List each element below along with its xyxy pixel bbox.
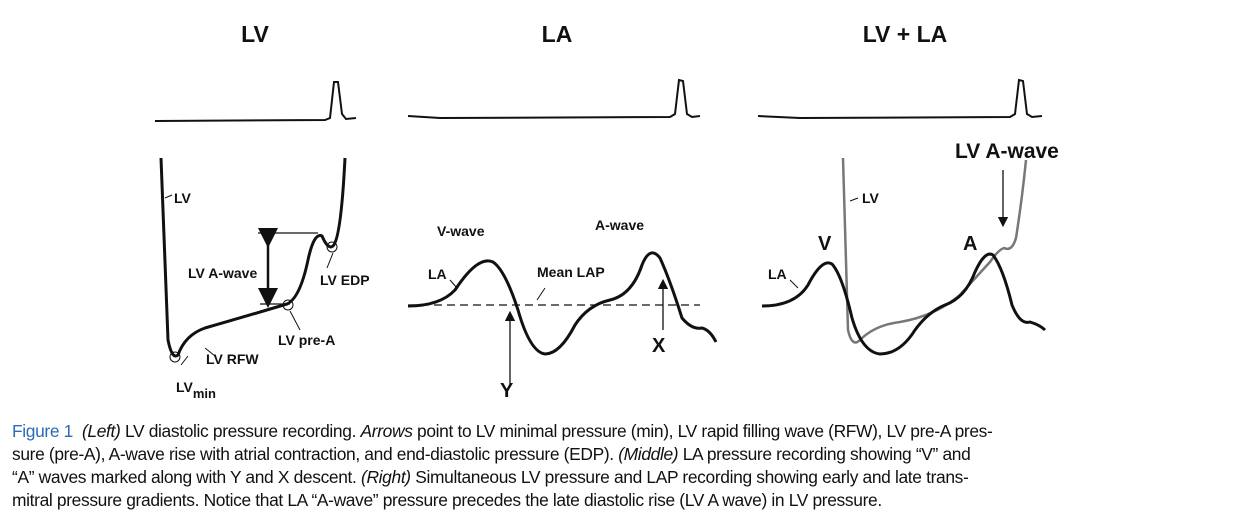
caption-text: (Left) LV diastolic pressure recording. … xyxy=(81,421,993,441)
la-pressure-curve-black xyxy=(761,252,1047,356)
caption-line: “A” waves marked along with Y and X desc… xyxy=(12,466,1227,489)
caption-line: mitral pressure gradients. Notice that L… xyxy=(12,489,1227,512)
label-lv-a-wave: LV A-wave xyxy=(955,140,1059,163)
caption-segment: (Left) xyxy=(81,421,121,441)
label-lv-rfw: LV RFW xyxy=(206,351,259,367)
label-lv-pre-a: LV pre-A xyxy=(278,332,335,348)
panel-title-la: LA xyxy=(542,21,573,47)
lv-pressure-curve-gray xyxy=(841,157,1028,344)
lv-pressure-curve xyxy=(159,157,347,358)
caption-segment: point to LV minimal pressure (min), LV r… xyxy=(412,421,993,441)
ecg-trace-right xyxy=(757,78,1043,120)
la-pressure-curve xyxy=(407,251,718,356)
label-v-wave: V-wave xyxy=(437,223,485,239)
caption-segment: (Middle) xyxy=(618,444,679,464)
panel-title-lv: LV xyxy=(241,21,269,47)
caption-segment: Simultaneous LV pressure and LAP recordi… xyxy=(410,467,969,487)
label-lv-a-wave: LV A-wave xyxy=(188,265,257,281)
lv-panel: LV LV A-wave LV EDP LV pre-A LV RFW LVmi… xyxy=(159,157,370,401)
label-mean-lap: Mean LAP xyxy=(537,264,605,280)
caption-segment: sure (pre-A), A-wave rise with atrial co… xyxy=(12,444,619,464)
caption-segment: Arrows xyxy=(360,421,413,441)
label-lv-edp: LV EDP xyxy=(320,272,370,288)
figure-diagram: LV LA LV + LA LV LV A-wave LV EDP LV pre… xyxy=(154,21,1059,402)
lv-la-panel: LV LA V A LV A-wave xyxy=(761,140,1059,356)
caption-line: Figure 1 (Left) LV diastolic pressure re… xyxy=(12,420,1227,443)
label-lv: LV xyxy=(174,190,192,206)
caption-segment: “A” waves marked along with Y and X desc… xyxy=(12,467,362,487)
label-lv-min: LVmin xyxy=(176,379,216,401)
caption-line: sure (pre-A), A-wave rise with atrial co… xyxy=(12,443,1227,466)
label-la: LA xyxy=(428,266,447,282)
caption-segment: mitral pressure gradients. Notice that L… xyxy=(12,490,882,510)
label-v: V xyxy=(818,233,832,255)
caption-segment: LV diastolic pressure recording. xyxy=(120,421,361,441)
label-x-descent: X xyxy=(652,335,666,357)
caption-segment: (Right) xyxy=(361,467,411,487)
label-a-wave: A-wave xyxy=(595,217,644,233)
label-lv: LV xyxy=(862,190,880,206)
label-la: LA xyxy=(768,266,787,282)
panel-title-lv-la: LV + LA xyxy=(863,21,948,47)
figure-label: Figure 1 xyxy=(12,421,73,441)
la-panel: V-wave A-wave LA Mean LAP Y X xyxy=(407,217,718,402)
ecg-trace-middle xyxy=(407,78,701,120)
figure-caption: Figure 1 (Left) LV diastolic pressure re… xyxy=(12,420,1227,512)
label-a: A xyxy=(963,233,977,255)
label-y-descent: Y xyxy=(500,380,514,402)
caption-segment: LA pressure recording showing “V” and xyxy=(678,444,971,464)
ecg-trace-left xyxy=(154,81,357,122)
